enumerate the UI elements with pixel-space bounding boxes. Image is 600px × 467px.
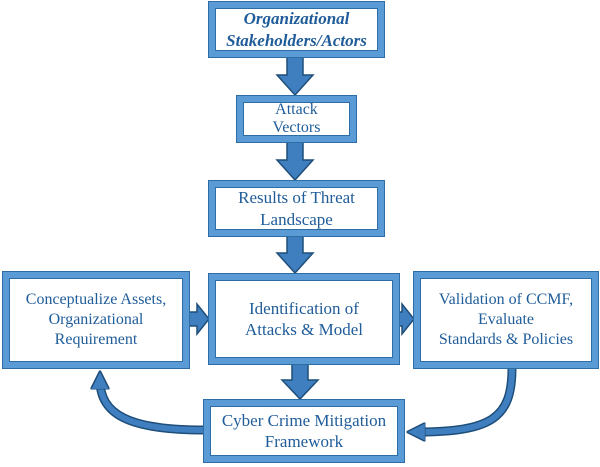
node-attack-vectors: Attack Vectors	[237, 96, 356, 142]
arrow-identification-to-ccmf	[280, 363, 320, 401]
node-identification: Identification of Attacks & Model	[209, 274, 399, 364]
arrow-stakeholders-to-attack-vectors	[275, 56, 315, 97]
node-stakeholders: Organizational Stakeholders/Actors	[209, 2, 384, 57]
arrow-threat-landscape-to-identification	[275, 235, 315, 275]
node-validation: Validation of CCMF, Evaluate Standards &…	[414, 272, 598, 368]
arrow-ccmf-to-conceptualize	[100, 380, 205, 433]
arrow-identification-to-validation	[398, 301, 415, 337]
arrow-ccmf-to-conceptualize-outline	[95, 379, 205, 435]
node-threat-landscape: Results of Threat Landscape	[209, 181, 384, 236]
node-identification-label: Identification of Attacks & Model	[244, 298, 364, 339]
node-ccmf-label: Cyber Crime Mitigation Framework	[221, 410, 387, 451]
node-conceptualize: Conceptualize Assets, Organizational Req…	[3, 272, 189, 368]
node-ccmf: Cyber Crime Mitigation Framework	[204, 400, 404, 462]
arrow-validation-to-ccmf	[416, 367, 515, 432]
arrow-validation-to-ccmf-outline	[415, 367, 517, 437]
arrow-attack-vectors-to-threat-landscape	[275, 141, 315, 182]
node-conceptualize-label: Conceptualize Assets, Organizational Req…	[25, 291, 167, 348]
arrow-conceptualize-to-identification	[188, 301, 210, 337]
node-threat-landscape-label: Results of Threat Landscape	[238, 188, 355, 229]
node-attack-vectors-label: Attack Vectors	[272, 100, 321, 136]
node-validation-label: Validation of CCMF, Evaluate Standards &…	[438, 291, 574, 348]
node-stakeholders-label: Organizational Stakeholders/Actors	[226, 9, 367, 50]
